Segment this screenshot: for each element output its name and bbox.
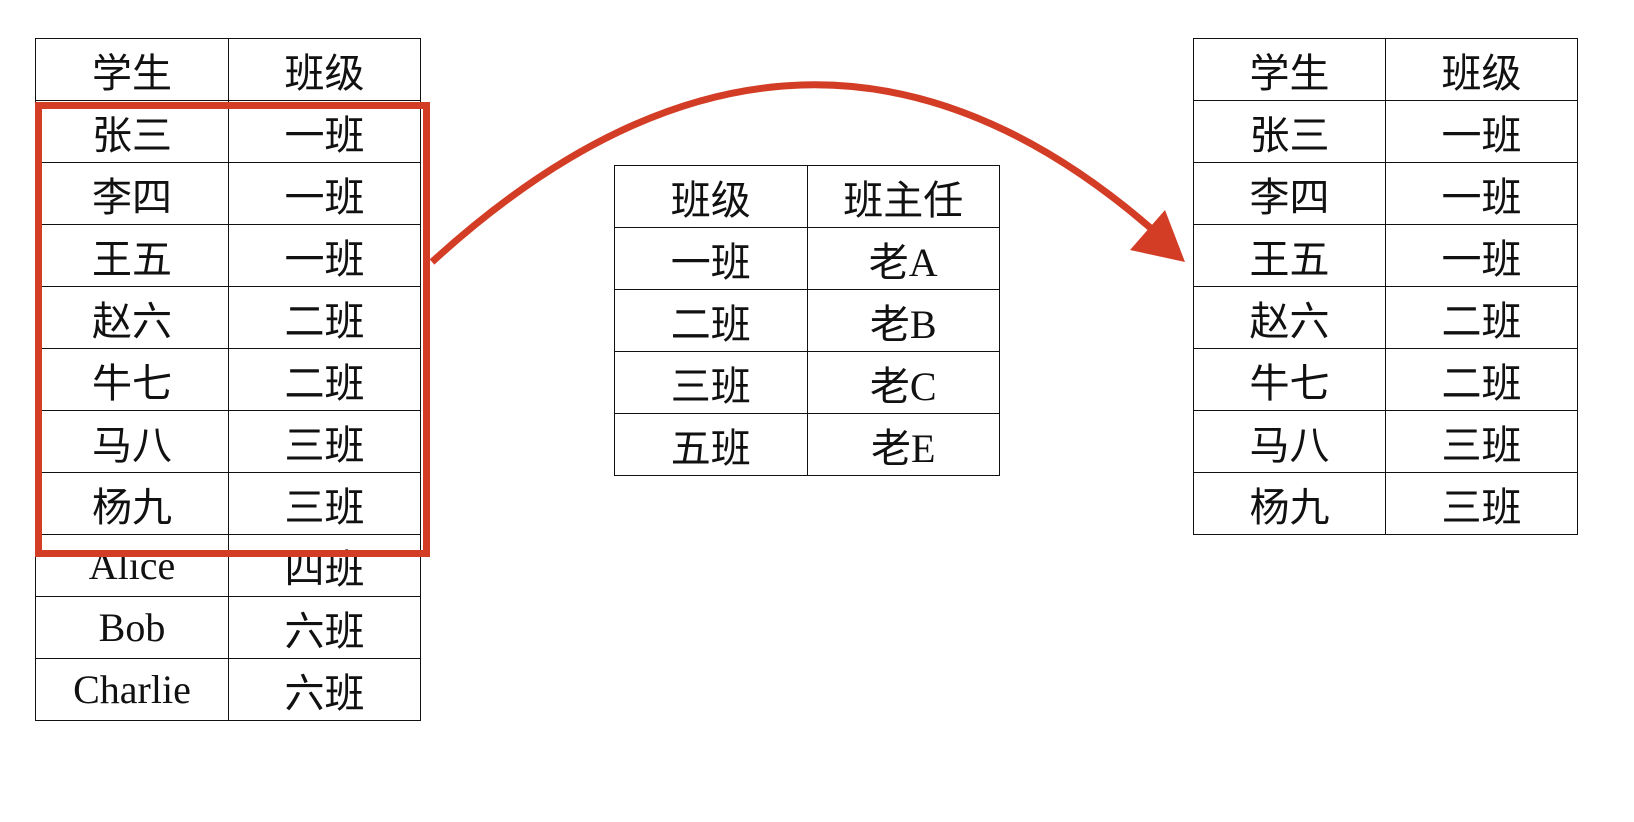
table-cell: 三班 [228,472,421,535]
table-cell: 班级 [228,38,421,101]
table-cell: 老B [806,289,1000,352]
arrow-head [1130,210,1185,262]
table-cell: 三班 [1385,410,1578,473]
table-cell: 马八 [1193,410,1386,473]
matched-rows-highlight [35,102,430,557]
table-cell: 二班 [228,348,421,411]
table-row: 马八三班 [1193,410,1578,473]
table-cell: 马八 [35,410,229,473]
table-row: 赵六二班 [1193,286,1578,349]
table-row: 杨九三班 [35,472,421,535]
table-cell: Alice [35,534,229,597]
table-cell: 学生 [35,38,229,101]
table-row: 二班老B [614,289,1000,352]
table-cell: 一班 [228,224,421,287]
table-row: 一班老A [614,227,1000,290]
table-cell: 张三 [35,100,229,163]
table-cell: 赵六 [1193,286,1386,349]
table-row: 王五一班 [1193,224,1578,287]
table-row: 杨九三班 [1193,472,1578,535]
table-cell: 班主任 [806,165,1000,228]
table-cell: 五班 [614,413,808,476]
table-row: 牛七二班 [1193,348,1578,411]
table-cell: 二班 [228,286,421,349]
table-cell: 张三 [1193,100,1386,163]
table-row: 五班老E [614,413,1000,476]
table-cell: 二班 [1385,286,1578,349]
table-cell: 六班 [228,658,421,721]
header-row: 学生班级 [35,38,421,101]
table-cell: 牛七 [1193,348,1386,411]
table-cell: 一班 [1385,100,1578,163]
table-cell: 李四 [1193,162,1386,225]
table-cell: 杨九 [1193,472,1386,535]
header-row: 班级班主任 [614,165,1000,228]
table-cell: 班级 [614,165,808,228]
table-cell: 一班 [1385,224,1578,287]
table-cell: 学生 [1193,38,1386,101]
arrow-curve [429,81,1165,265]
table-cell: 三班 [228,410,421,473]
table-cell: 老E [806,413,1000,476]
table-cell: 二班 [1385,348,1578,411]
header-row: 学生班级 [1193,38,1578,101]
table-row: 李四一班 [35,162,421,225]
table-row: 张三一班 [1193,100,1578,163]
table-cell: 班级 [1385,38,1578,101]
table-cell: 老A [806,227,1000,290]
table-cell: 二班 [614,289,808,352]
table-cell: 三班 [1385,472,1578,535]
result-table: 学生班级张三一班李四一班王五一班赵六二班牛七二班马八三班杨九三班 [1193,38,1578,535]
table-cell: 一班 [614,227,808,290]
table-cell: Charlie [35,658,229,721]
table-row: 李四一班 [1193,162,1578,225]
table-row: 马八三班 [35,410,421,473]
table-cell: 六班 [228,596,421,659]
table-cell: 三班 [614,351,808,414]
table-cell: 王五 [1193,224,1386,287]
table-cell: 赵六 [35,286,229,349]
table-row: 赵六二班 [35,286,421,349]
table-cell: 一班 [228,162,421,225]
